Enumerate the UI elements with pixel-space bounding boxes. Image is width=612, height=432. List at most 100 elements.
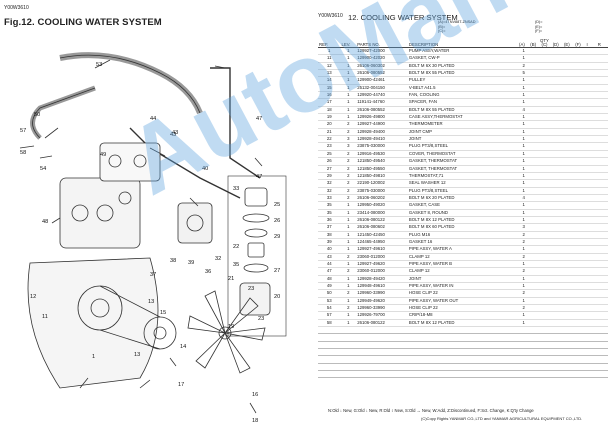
row-qty-empty xyxy=(540,209,552,217)
row-qty-empty xyxy=(596,106,608,115)
row-qty-empty xyxy=(540,297,552,306)
blank-cell xyxy=(518,370,530,379)
row-ref: 58 xyxy=(318,319,341,328)
row-qty-empty xyxy=(562,319,575,328)
model-f: (F)= xyxy=(535,29,543,34)
row-qty-a: 1 xyxy=(518,260,530,269)
row-qty-empty xyxy=(585,223,597,232)
callout: 1 xyxy=(92,354,95,360)
row-qty-a: 1 xyxy=(518,54,530,63)
row-lev: 1 xyxy=(340,106,357,115)
cylinder-head xyxy=(99,142,161,182)
row-part-number: 129960-33990 xyxy=(356,289,408,298)
blank-cell xyxy=(596,355,608,364)
row-qty-empty xyxy=(562,260,575,269)
section-title: 12. COOLING WATER SYSTEM xyxy=(348,13,458,22)
exploded-detail-box xyxy=(227,175,287,337)
row-qty-empty xyxy=(585,267,597,276)
row-ref: 18 xyxy=(318,106,341,115)
row-qty-empty xyxy=(585,201,597,210)
row-qty-empty xyxy=(529,194,541,203)
row-part-number: 129928-49400 xyxy=(356,128,408,137)
row-qty-empty xyxy=(562,84,575,93)
row-ref: 43 xyxy=(318,253,341,261)
row-qty-empty xyxy=(574,282,586,291)
row-description: BOLT M 8X 12 PLATED xyxy=(407,319,519,328)
row-qty-empty xyxy=(596,150,608,159)
callout: 27 xyxy=(274,268,280,274)
row-qty-empty xyxy=(540,223,552,232)
model-legend-right: (D)= (E)= (F)= xyxy=(535,20,543,34)
row-qty-empty xyxy=(585,319,597,328)
blank-cell xyxy=(340,341,357,350)
row-description: BOLT M 8X 60 PLATED xyxy=(407,223,519,232)
row-lev: 2 xyxy=(340,304,357,313)
row-qty-empty xyxy=(551,311,563,320)
row-lev: 2 xyxy=(340,253,357,261)
row-description: PIPE ASSY, WATER B xyxy=(407,260,519,269)
callout: 25 xyxy=(274,202,280,208)
row-qty-empty xyxy=(562,106,575,115)
row-lev: 1 xyxy=(340,84,357,93)
row-part-number: 23875-030000 xyxy=(356,187,408,195)
row-qty-empty xyxy=(574,179,586,188)
row-qty-empty xyxy=(574,172,586,181)
row-ref: 16 xyxy=(318,91,341,100)
doc-id-left: Y00W3610 xyxy=(4,5,29,11)
row-qty-empty xyxy=(540,135,552,144)
blank-cell xyxy=(596,333,608,342)
row-description: GASKET, CW-P xyxy=(407,54,519,63)
row-qty-empty xyxy=(574,238,586,247)
row-part-number: 129900-42461 xyxy=(356,76,408,85)
row-description: BOLT M 8X 12 PLATED xyxy=(407,216,519,225)
row-qty-a: 2 xyxy=(518,231,530,239)
row-qty-empty xyxy=(596,260,608,269)
header-i: I xyxy=(585,38,597,48)
blank-cell xyxy=(318,341,341,350)
blank-cell xyxy=(574,370,586,379)
row-ref: 44 xyxy=(318,260,341,269)
row-qty-empty xyxy=(529,62,541,71)
row-qty-empty xyxy=(574,245,586,254)
blank-cell xyxy=(574,326,586,335)
row-qty-empty xyxy=(540,157,552,166)
row-qty-empty xyxy=(562,113,575,122)
blank-cell xyxy=(340,363,357,372)
row-qty-empty xyxy=(585,209,597,217)
callout: 23 xyxy=(258,316,264,322)
model-legend-left: (A)=4TNV88T-ZNSAD (B)= (C)= xyxy=(438,20,475,34)
row-part-number: 23060-012000 xyxy=(356,267,408,276)
blank-cell xyxy=(518,333,530,342)
row-lev: 3 xyxy=(340,142,357,151)
callout: 13 xyxy=(148,299,154,305)
row-qty-empty xyxy=(562,128,575,137)
row-qty-empty xyxy=(551,120,563,129)
row-qty-empty xyxy=(562,98,575,107)
row-ref: 49 xyxy=(318,282,341,291)
row-qty-empty xyxy=(551,150,563,159)
row-qty-empty xyxy=(596,165,608,173)
row-qty-empty xyxy=(585,165,597,173)
row-description: GASKET 16 xyxy=(407,238,519,247)
row-qty-empty xyxy=(585,106,597,115)
blank-cell xyxy=(540,370,552,379)
row-qty-empty xyxy=(562,209,575,217)
row-qty-empty xyxy=(529,165,541,173)
row-description: PIPE ASSY, WATER IN xyxy=(407,282,519,291)
row-qty-empty xyxy=(529,238,541,247)
row-lev: 1 xyxy=(340,231,357,239)
row-lev: 1 xyxy=(340,62,357,71)
row-qty-a: 1 xyxy=(518,216,530,225)
row-qty-a: 1 xyxy=(518,150,530,159)
row-qty-empty xyxy=(529,253,541,261)
row-qty-empty xyxy=(596,231,608,239)
